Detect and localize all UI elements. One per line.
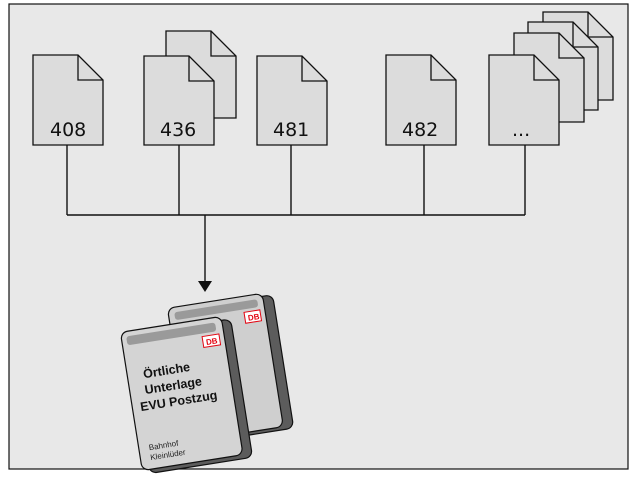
connector-lines (66, 145, 526, 282)
document-482: 482 (385, 54, 457, 146)
binder-title-line-1: Örtliche (142, 359, 191, 381)
document-label-482: 482 (402, 119, 438, 141)
document-label-more: ... (512, 119, 530, 141)
binder-back-db-logo: DB (247, 312, 260, 323)
document-label-408: 408 (50, 119, 86, 141)
binder-front: DB Örtliche Unterlage EVU Postzug Bahnho… (120, 316, 253, 474)
document-436: 436 (143, 30, 237, 146)
document-more: ... (488, 11, 614, 146)
document-label-436: 436 (160, 119, 196, 141)
document-481: 481 (256, 55, 328, 146)
document-label-481: 481 (273, 119, 309, 141)
binder-front-db-logo: DB (205, 336, 218, 347)
binder-illustration: DB DB Örtliche Unterlage EVU Postzug Bah… (120, 293, 294, 474)
arrow-head (198, 281, 212, 292)
document-408: 408 (32, 54, 104, 146)
